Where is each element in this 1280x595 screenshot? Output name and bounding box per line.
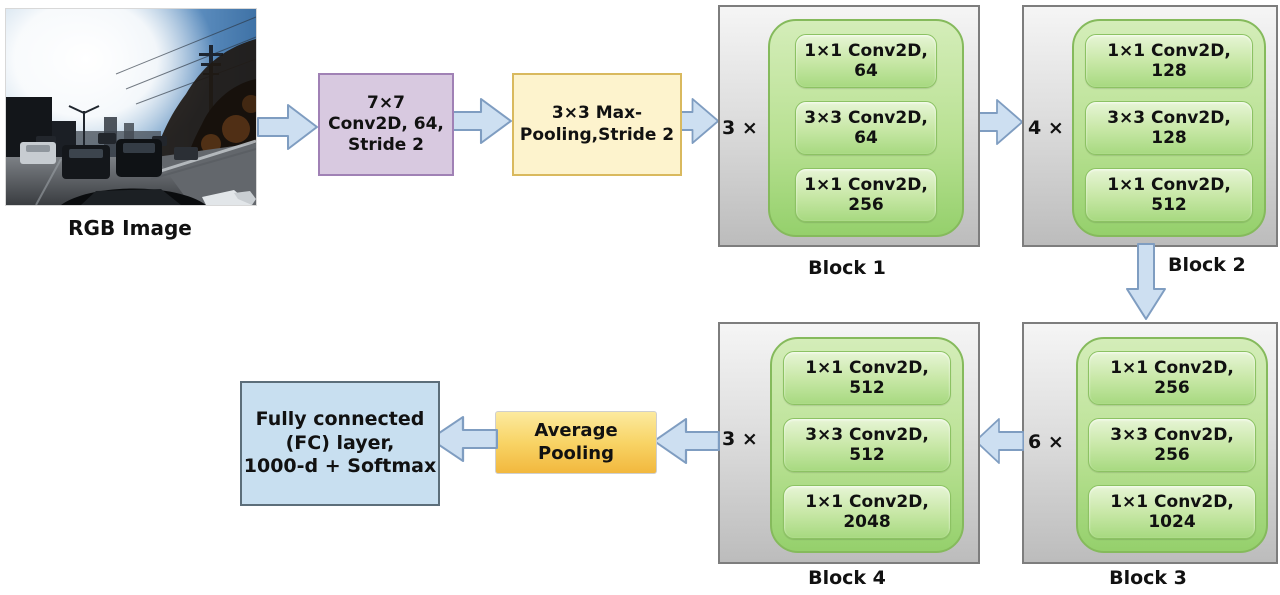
block4-caption: Block 4 [808, 567, 886, 589]
block4-container: 1×1 Conv2D, 512 3×3 Conv2D, 512 1×1 Conv… [718, 322, 980, 564]
block3-caption: Block 3 [1109, 567, 1187, 589]
block4-layer-1: 1×1 Conv2D, 512 [783, 351, 951, 405]
block4-layer-2: 3×3 Conv2D, 512 [783, 418, 951, 472]
block2-layer-1: 1×1 Conv2D, 128 [1085, 34, 1253, 88]
block3-bottleneck-group: 1×1 Conv2D, 256 3×3 Conv2D, 256 1×1 Conv… [1076, 337, 1268, 553]
block2-layer-2: 3×3 Conv2D, 128 [1085, 101, 1253, 155]
arrow-block3-to-block4-icon [974, 418, 1024, 464]
block1-container: 1×1 Conv2D, 64 3×3 Conv2D, 64 1×1 Conv2D… [718, 5, 980, 247]
block1-layer-2: 3×3 Conv2D, 64 [795, 101, 937, 155]
arrow-conv-to-pool-icon [449, 98, 512, 144]
rgb-image-caption: RGB Image [68, 216, 192, 240]
block2-multiplier: 4 × [1028, 117, 1064, 139]
average-pooling-box: Average Pooling [495, 411, 657, 474]
block1-bottleneck-group: 1×1 Conv2D, 64 3×3 Conv2D, 64 1×1 Conv2D… [768, 19, 964, 237]
block3-layer-2: 3×3 Conv2D, 256 [1088, 418, 1256, 472]
block2-caption: Block 2 [1168, 254, 1246, 276]
arrow-avgpool-to-fc-icon [429, 416, 498, 462]
arrow-block2-to-block3-icon [1126, 243, 1166, 320]
block2-bottleneck-group: 1×1 Conv2D, 128 3×3 Conv2D, 128 1×1 Conv… [1072, 19, 1266, 237]
block4-bottleneck-group: 1×1 Conv2D, 512 3×3 Conv2D, 512 1×1 Conv… [770, 337, 964, 553]
fully-connected-box: Fully connected (FC) layer, 1000-d + Sof… [240, 381, 440, 506]
block3-multiplier: 6 × [1028, 431, 1064, 453]
arrow-block4-to-avgpool-icon [653, 418, 720, 464]
block1-layer-3: 1×1 Conv2D, 256 [795, 168, 937, 222]
block1-caption: Block 1 [808, 257, 886, 279]
block1-layer-1: 1×1 Conv2D, 64 [795, 34, 937, 88]
stem-pool-box: 3×3 Max- Pooling,Stride 2 [512, 73, 682, 176]
rgb-image-photo [5, 8, 257, 206]
block3-container: 1×1 Conv2D, 256 3×3 Conv2D, 256 1×1 Conv… [1022, 322, 1278, 564]
block4-multiplier: 3 × [722, 428, 758, 450]
stem-conv-box: 7×7 Conv2D, 64, Stride 2 [318, 73, 454, 176]
block3-layer-1: 1×1 Conv2D, 256 [1088, 351, 1256, 405]
block2-layer-3: 1×1 Conv2D, 512 [1085, 168, 1253, 222]
block3-layer-3: 1×1 Conv2D, 1024 [1088, 485, 1256, 539]
arrow-photo-to-conv-icon [257, 104, 318, 150]
block1-multiplier: 3 × [722, 117, 758, 139]
block2-container: 1×1 Conv2D, 128 3×3 Conv2D, 128 1×1 Conv… [1022, 5, 1278, 247]
block4-layer-3: 1×1 Conv2D, 2048 [783, 485, 951, 539]
